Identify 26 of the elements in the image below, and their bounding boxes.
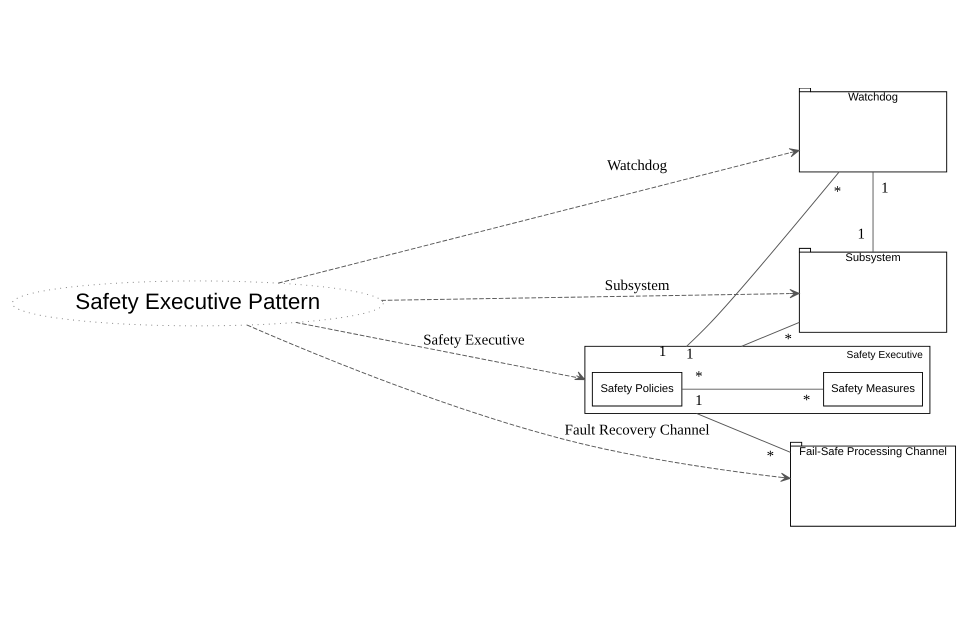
label: 1 [858, 226, 865, 243]
connector [682, 388, 824, 390]
arrow [380, 288, 800, 301]
connector [872, 172, 874, 252]
edge-label: Safety Executive [423, 332, 525, 348]
label: * [766, 448, 774, 464]
node-box: Safety Policies [592, 372, 682, 406]
edge-label: Watchdog [607, 158, 668, 174]
arrow [295, 322, 586, 380]
edge-label: Fault Recovery Channel [564, 422, 710, 439]
label: 1 [686, 346, 694, 363]
arrow [246, 324, 791, 482]
arrow [278, 148, 800, 284]
node-ellipse: Safety Executive Pattern [12, 280, 384, 326]
label: * [784, 331, 792, 348]
label: 1 [658, 344, 666, 360]
label: 1 [881, 180, 889, 196]
label: * [802, 392, 810, 409]
connector [696, 412, 791, 453]
edge-label: Subsystem [604, 278, 670, 294]
node-box: Safety Measures [823, 372, 923, 406]
label: * [695, 368, 703, 385]
connector [686, 172, 840, 347]
connector [741, 322, 800, 347]
label: 1 [695, 393, 703, 410]
label: * [834, 184, 842, 200]
